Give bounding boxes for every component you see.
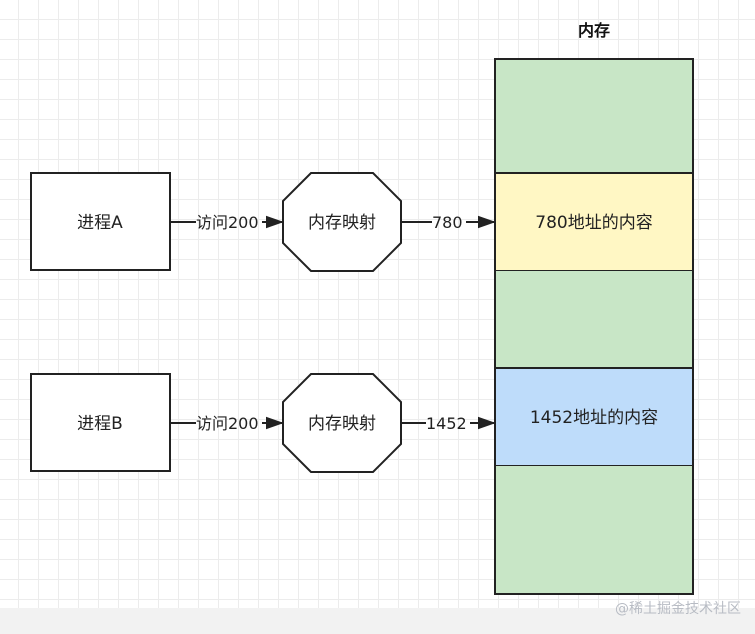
row-process-b: 进程B 访问200 内存映射 1452	[30, 373, 496, 473]
memory-label-1452: 1452地址的内容	[530, 408, 658, 428]
address-a-label: 780	[432, 213, 463, 232]
mapping-b-label: 内存映射	[308, 414, 376, 434]
diagram-canvas: 内存 780地址的内容 1452地址的内容 进程A 访问200 内存映射 780	[0, 0, 755, 608]
memory-title: 内存	[578, 21, 610, 40]
access-a-label: 访问200	[196, 213, 259, 232]
memory-segment-middle	[495, 271, 693, 368]
watermark: @稀土掘金技术社区	[615, 601, 741, 617]
mapping-a-label: 内存映射	[308, 213, 376, 233]
mapping-b-octagon	[282, 373, 402, 473]
row-process-a: 进程A 访问200 内存映射 780	[30, 172, 496, 272]
memory-outline	[494, 58, 694, 595]
memory-segment-1452	[494, 367, 694, 467]
process-a-label: 进程A	[77, 213, 123, 233]
mapping-a-octagon	[282, 172, 402, 272]
process-b-label: 进程B	[77, 414, 123, 434]
memory-column: 780地址的内容 1452地址的内容	[494, 58, 694, 595]
memory-segment-bottom	[495, 466, 693, 594]
diagram: 内存 780地址的内容 1452地址的内容 进程A 访问200 内存映射 780	[30, 21, 694, 595]
memory-label-780: 780地址的内容	[535, 213, 652, 233]
access-b-label: 访问200	[196, 414, 259, 433]
address-b-label: 1452	[426, 414, 467, 433]
memory-segment-top	[495, 59, 693, 173]
memory-segment-780	[494, 172, 694, 272]
